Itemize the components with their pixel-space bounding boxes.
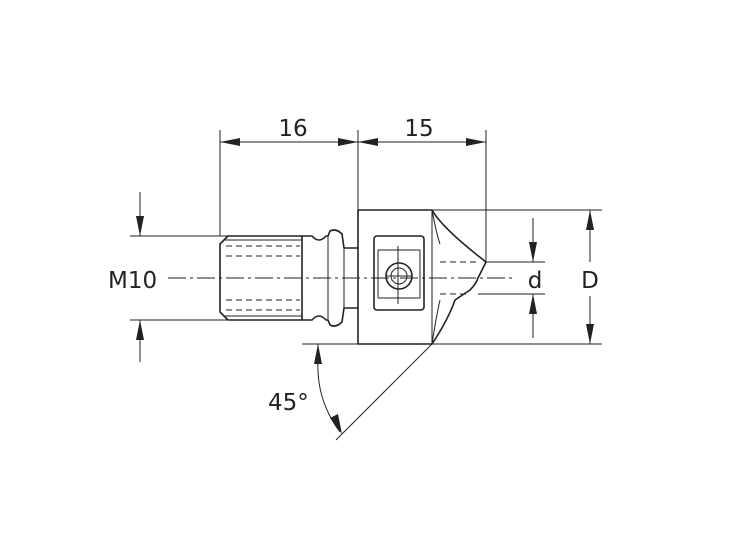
dimension-label-m10: M10 <box>108 268 157 294</box>
dimension-diameter-small <box>529 218 537 338</box>
dimension-label-D: D <box>581 268 599 294</box>
countersink-head <box>357 209 487 345</box>
dimension-length-head <box>358 138 486 146</box>
dimension-label-45: 45° <box>268 390 309 416</box>
extension-lines <box>130 130 602 441</box>
dimension-length-shank <box>220 138 358 146</box>
dimension-diameter-large <box>586 210 594 344</box>
shank-neck <box>302 229 358 327</box>
dimension-label-d: d <box>528 268 543 294</box>
clamping-screw <box>373 235 425 311</box>
dimension-thread <box>136 192 144 362</box>
dimension-angle <box>314 344 342 434</box>
dimension-label-16: 16 <box>278 116 307 142</box>
dimension-label-15: 15 <box>404 116 433 142</box>
